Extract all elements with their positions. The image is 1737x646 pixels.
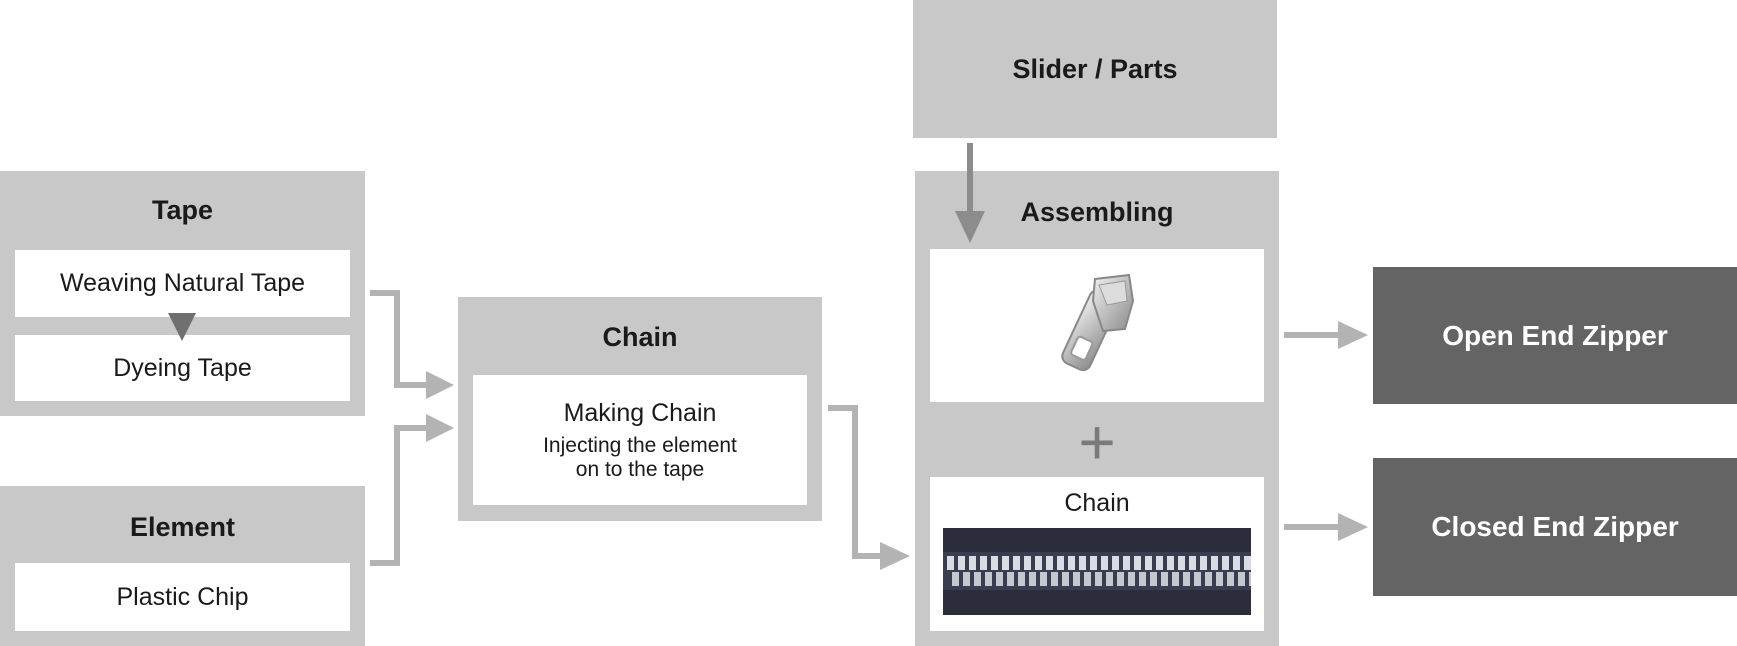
assembling-panel: Assembling + Chain [915, 171, 1279, 646]
chain-image-label: Chain [1064, 489, 1130, 517]
open-end-zipper-box: Open End Zipper [1373, 267, 1737, 404]
element-to-chain-arrow [370, 425, 428, 566]
making-chain-label: Making Chain [563, 398, 717, 427]
element-title: Element [129, 512, 236, 542]
chain-to-assembling-arrow [828, 405, 882, 559]
plus-icon: + [1078, 406, 1116, 478]
making-chain-desc-line1: Injecting the element [543, 433, 737, 457]
element-panel: Element Plastic Chip [0, 486, 365, 646]
tape-panel: Tape Weaving Natural Tape Dyeing Tape [0, 171, 365, 416]
slider-parts-title: Slider / Parts [1012, 53, 1178, 84]
plastic-chip-item: Plastic Chip [15, 563, 350, 631]
chain-panel: Chain Making Chain Injecting the element… [458, 297, 822, 521]
making-chain-step: Making Chain Injecting the element on to… [473, 375, 807, 505]
closed-end-zipper-box: Closed End Zipper [1373, 458, 1737, 596]
slider-parts-panel: Slider / Parts [913, 0, 1277, 138]
tape-title: Tape [151, 195, 213, 225]
dyeing-tape-step: Dyeing Tape [15, 335, 350, 401]
chain-image-card: Chain [930, 477, 1264, 631]
zipper-chain-icon [943, 528, 1251, 615]
assembling-title: Assembling [1020, 197, 1174, 227]
tape-to-chain-arrow [370, 290, 428, 388]
chain-title: Chain [602, 322, 678, 352]
making-chain-desc-line2: on to the tape [575, 457, 705, 481]
slider-image [930, 249, 1264, 402]
zipper-slider-icon [1061, 273, 1135, 371]
weaving-tape-step: Weaving Natural Tape [15, 250, 350, 317]
